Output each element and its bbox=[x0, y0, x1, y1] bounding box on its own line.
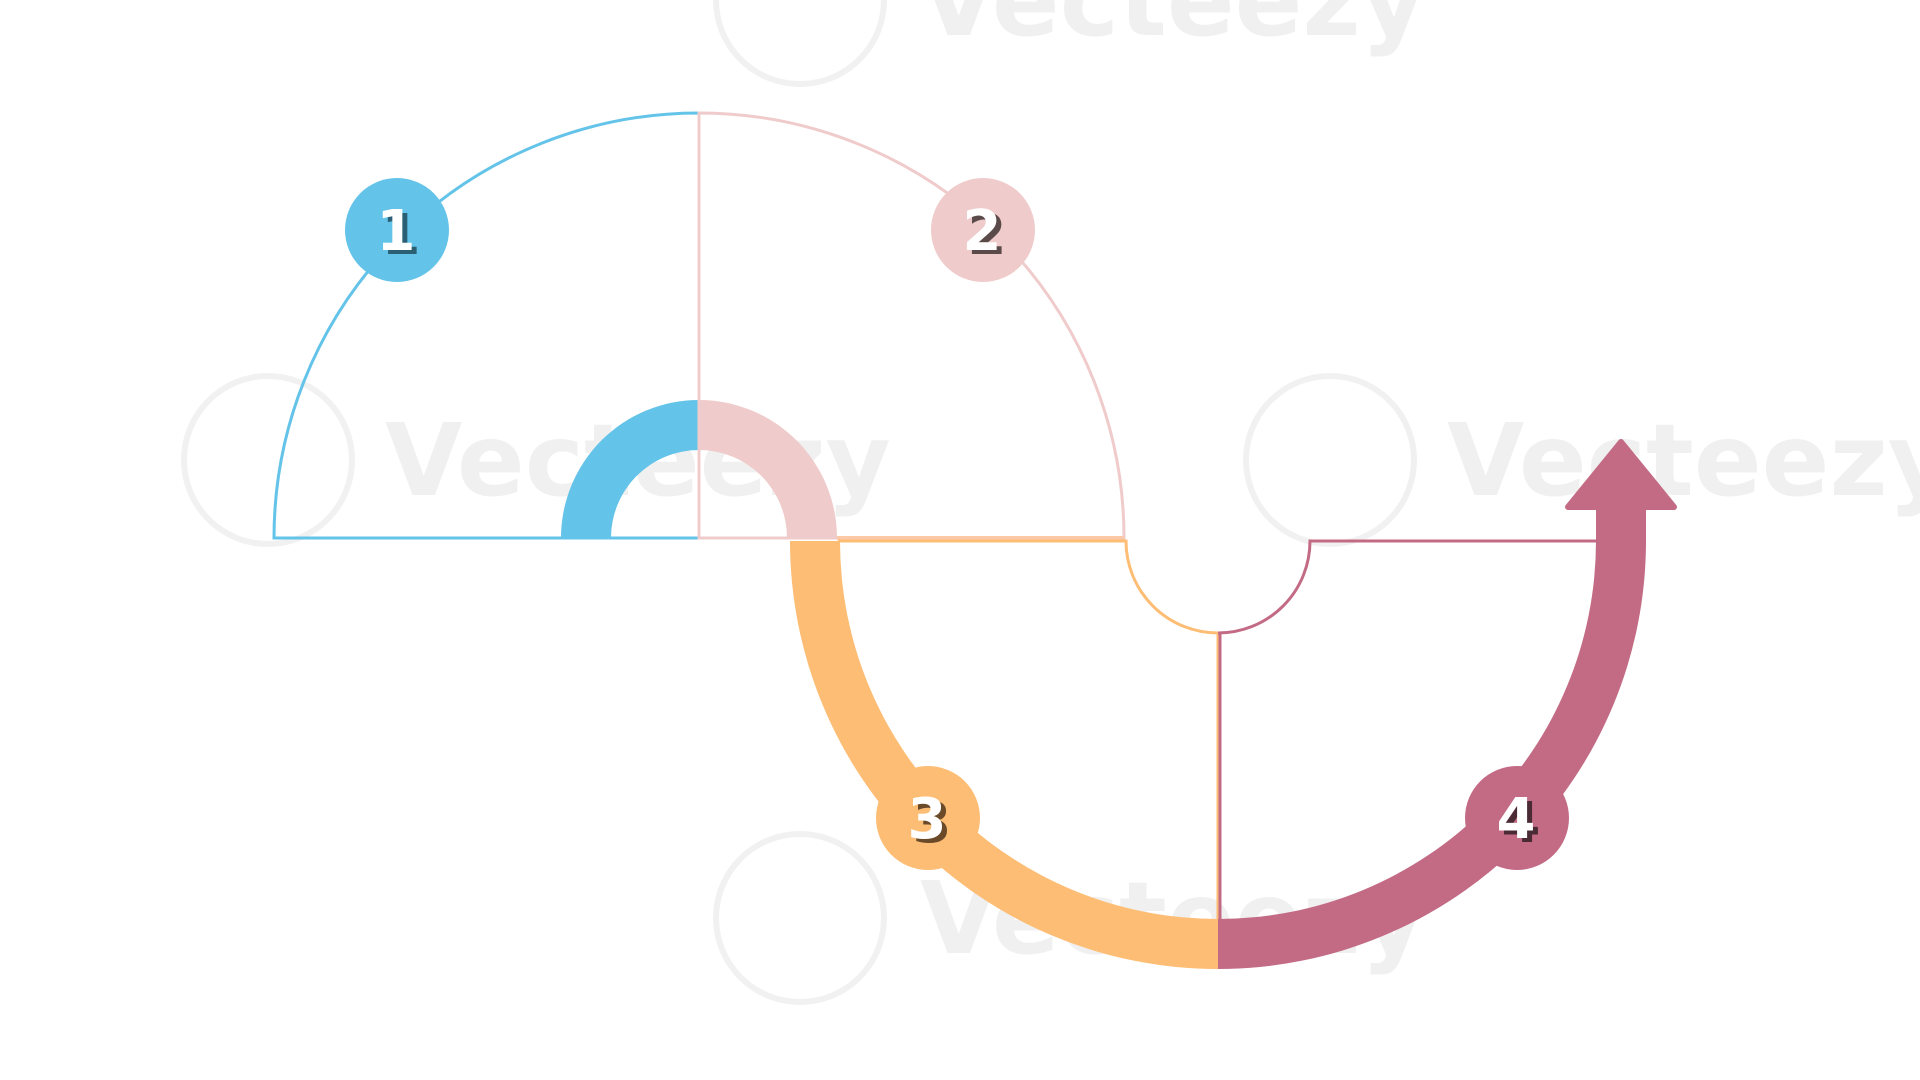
step-badge-3-circle bbox=[876, 766, 980, 870]
segment-4-thick-arc bbox=[1218, 541, 1646, 969]
watermark-top: Vecteezy bbox=[713, 0, 1426, 87]
step-badge-2: 2 2 bbox=[931, 178, 1035, 282]
watermark-logo-icon bbox=[1243, 373, 1417, 547]
step-badge-3: 3 3 bbox=[876, 766, 980, 870]
step-badge-4: 4 4 bbox=[1465, 766, 1569, 870]
watermark-logo-icon bbox=[713, 831, 887, 1005]
segment-1-inner-band bbox=[561, 400, 699, 538]
step-2-number-shadow: 2 bbox=[968, 203, 1007, 268]
step-badge-1: 1 1 bbox=[345, 178, 449, 282]
step-1-number: 1 bbox=[377, 199, 416, 264]
step-3-number: 3 bbox=[908, 787, 947, 852]
step-badge-4-circle bbox=[1465, 766, 1569, 870]
watermark-text: Vecteezy bbox=[920, 0, 1426, 59]
segment-4 bbox=[1217, 439, 1677, 969]
segment-2-inner-band bbox=[699, 400, 837, 538]
segment-4-arrow-shaft bbox=[1596, 505, 1646, 545]
watermark-text: Vecteezy bbox=[1447, 402, 1920, 519]
segment-2 bbox=[697, 111, 1126, 540]
segment-4-outline bbox=[1217, 539, 1598, 635]
watermark-right: Vecteezy bbox=[1243, 373, 1920, 547]
arrow-up-icon bbox=[1565, 439, 1677, 510]
step-1-number-shadow: 1 bbox=[382, 203, 421, 268]
step-4-number: 4 bbox=[1497, 787, 1536, 852]
step-3-number-shadow: 3 bbox=[913, 791, 952, 856]
watermark-logo-icon bbox=[713, 0, 887, 87]
segment-3 bbox=[790, 539, 1220, 969]
segment-3-thick-arc bbox=[790, 541, 1218, 969]
step-badge-2-circle bbox=[931, 178, 1035, 282]
watermark-logo-icon bbox=[181, 373, 355, 547]
segment-3-outline bbox=[838, 539, 1220, 965]
step-4-number-shadow: 4 bbox=[1502, 791, 1541, 856]
step-2-number: 2 bbox=[963, 199, 1002, 264]
step-badge-1-circle bbox=[345, 178, 449, 282]
